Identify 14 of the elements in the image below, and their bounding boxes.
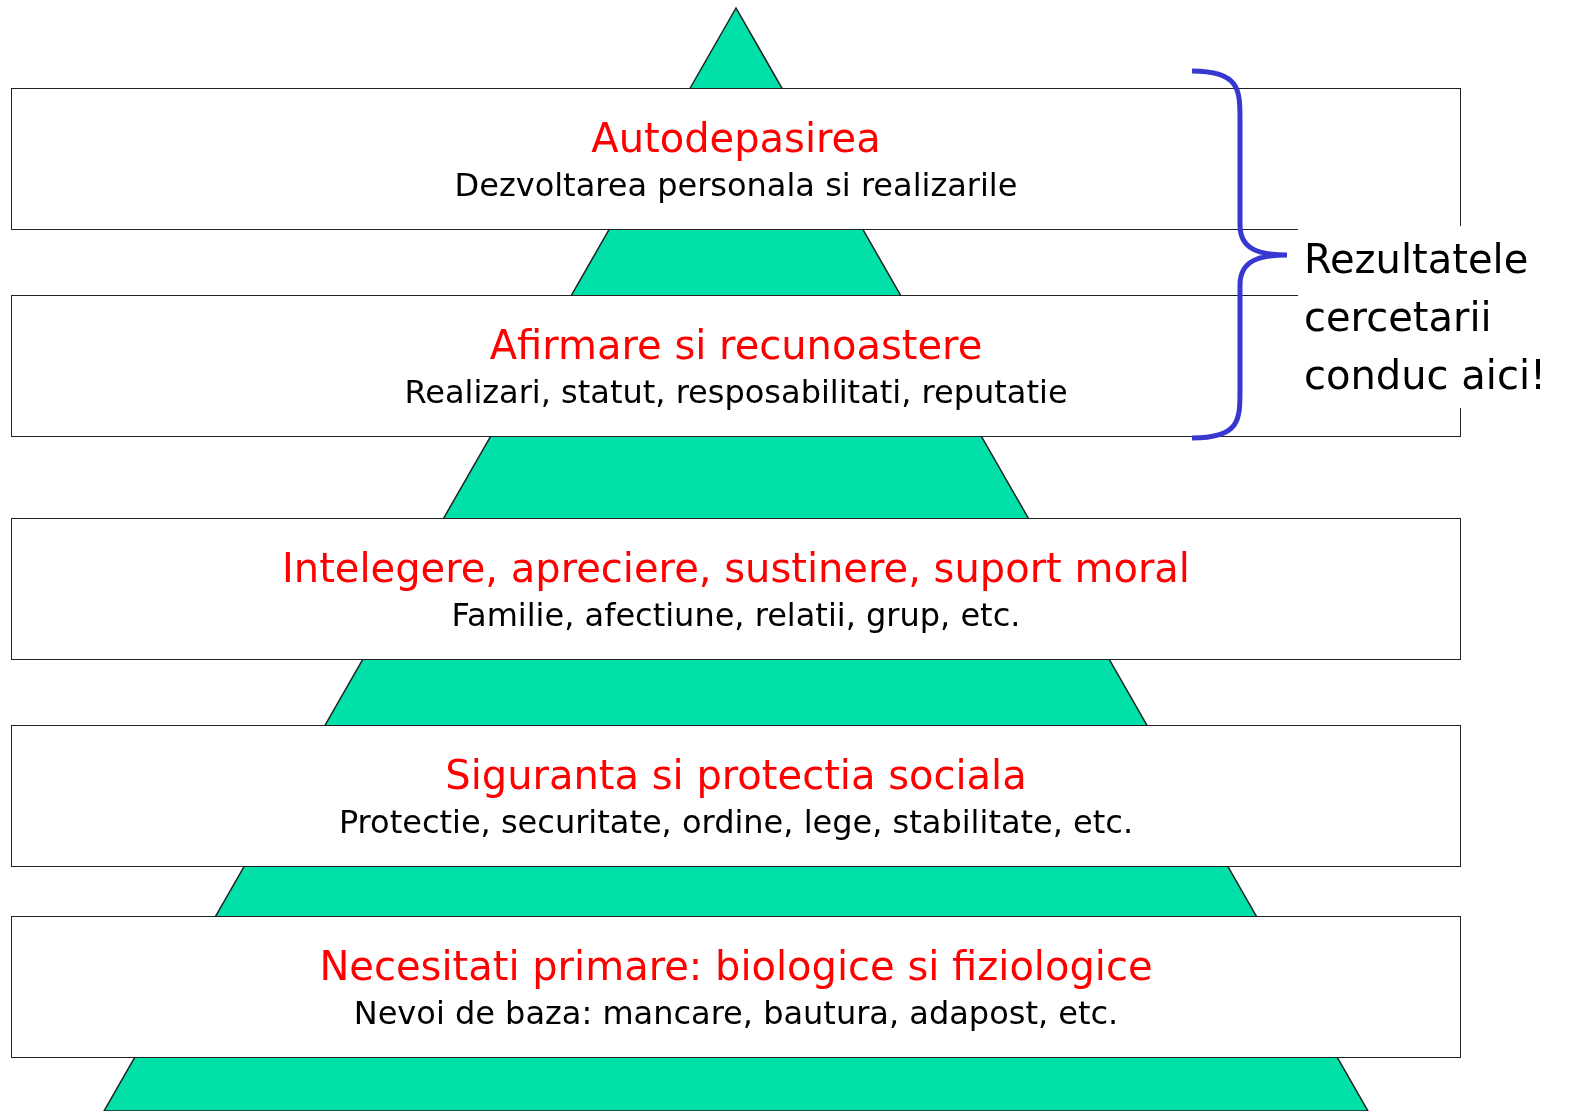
level-heading: Autodepasirea	[591, 114, 881, 163]
pyramid-level-box	[11, 725, 1461, 867]
level-description: Familie, afectiune, relatii, grup, etc.	[451, 595, 1021, 636]
level-heading: Afirmare si recunoastere	[489, 321, 983, 370]
level-heading: Necesitati primare: biologice si fiziologice	[319, 942, 1153, 991]
level-heading: Siguranta si protectia sociala	[445, 751, 1027, 800]
level-description: Protectie, securitate, ordine, lege, stabilitate, etc.	[338, 802, 1134, 843]
pyramid-level-box	[11, 916, 1461, 1058]
pyramid-level-box	[11, 88, 1461, 230]
level-description: Realizari, statut, resposabilitati, reputatie	[404, 372, 1068, 413]
level-description: Nevoi de baza: mancare, bautura, adapost, etc.	[353, 993, 1119, 1034]
level-heading: Intelegere, apreciere, sustinere, suport moral	[282, 544, 1190, 593]
pyramid-level-box	[11, 518, 1461, 660]
level-description: Dezvoltarea personala si realizarile	[454, 165, 1018, 206]
